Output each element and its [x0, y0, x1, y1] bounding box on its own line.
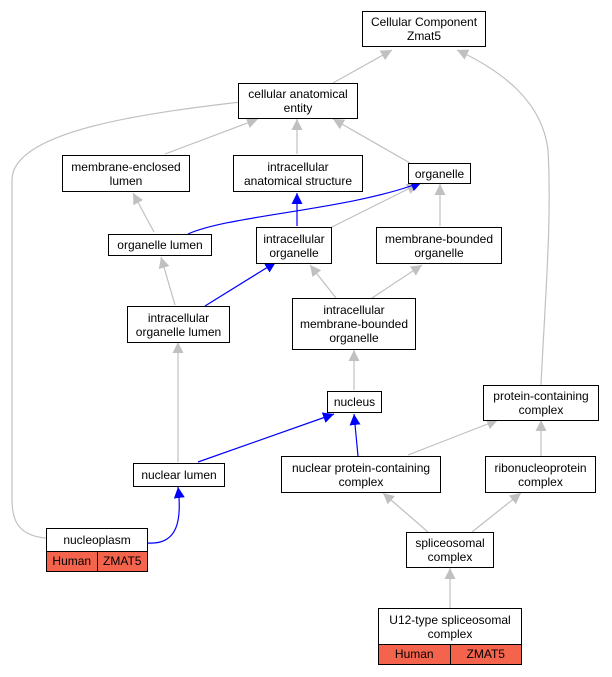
node-label: intracellular: [147, 310, 210, 325]
edge-nucleoplasm-to-nuclear-lumen: [147, 486, 185, 544]
node-label: spliceosomal: [415, 536, 485, 550]
node-organelle-lumen[interactable]: organelle lumen: [108, 234, 212, 256]
node-nuclear-lumen[interactable]: nuclear lumen: [133, 463, 225, 487]
edge-organelle-lumen-to-membrane-enclosed-lumen: [132, 192, 155, 233]
node-label: membrane-bounded: [299, 317, 409, 331]
edge-intracellular-mb-organelle-to-membrane-bounded-organelle: [371, 264, 423, 299]
node-label: lumen: [109, 173, 143, 188]
node-cellular-anatomical-entity[interactable]: cellular anatomical entity: [238, 83, 358, 119]
node-label: organelle: [269, 245, 319, 260]
node-label: complex: [338, 474, 384, 489]
node-label: ribonucleoprotein: [494, 460, 587, 475]
edge-intracellular-organelle-to-organelle: [329, 183, 419, 229]
nucleoplasm-annotation-tags: Human ZMAT5: [46, 552, 148, 572]
edge-nuclear-lumen-to-nucleus: [197, 412, 335, 463]
node-label: protein-containing: [493, 389, 589, 403]
node-label: complex: [518, 403, 564, 417]
node-label: intracellular: [267, 159, 329, 174]
node-intracellular-organelle[interactable]: intracellular organelle: [256, 227, 332, 264]
node-nucleus[interactable]: nucleus: [327, 391, 382, 413]
node-nuclear-protein-containing-complex[interactable]: nuclear protein-containing complex: [281, 456, 441, 493]
edge-anatomical-entity-to-cellular-component: [332, 49, 393, 84]
edge-intracellular-organelle-lumen-to-intracellular-organelle: [204, 261, 277, 307]
node-intracellular-organelle-lumen[interactable]: intracellular organelle lumen: [127, 306, 230, 343]
edge-spliceosomal-to-ribonucleoprotein: [471, 492, 522, 533]
node-label: Zmat5: [406, 29, 441, 43]
node-label: organelle: [329, 331, 379, 345]
node-intracellular-anatomical-structure[interactable]: intracellular anatomical structure: [233, 155, 363, 192]
node-spliceosomal-complex[interactable]: spliceosomal complex: [406, 532, 494, 568]
node-label: entity: [283, 101, 313, 115]
edge-intracellular-mb-organelle-to-intracellular-organelle: [309, 264, 337, 299]
node-label: membrane-bounded: [384, 231, 494, 246]
node-cellular-component[interactable]: Cellular Component Zmat5: [362, 11, 486, 47]
node-u12-type-spliceosomal-complex[interactable]: U12-type spliceosomal complex: [378, 608, 522, 645]
species-tag: Human: [379, 645, 450, 664]
node-label: organelle: [414, 245, 464, 260]
node-label: complex: [518, 474, 563, 489]
gene-tag: ZMAT5: [449, 645, 521, 664]
node-label: nucleoplasm: [63, 533, 131, 547]
node-label: nuclear protein-containing: [291, 460, 431, 475]
node-intracellular-membrane-bounded-organelle[interactable]: intracellular membrane-bounded organelle: [292, 298, 416, 350]
node-label: complex: [427, 626, 473, 641]
node-label: nucleus: [333, 395, 376, 409]
node-membrane-bounded-organelle[interactable]: membrane-bounded organelle: [376, 227, 502, 264]
node-label: organelle: [414, 166, 465, 181]
edge-protein-complex-to-cellular-component: [456, 49, 550, 386]
species-tag: Human: [47, 552, 97, 571]
gene-tag: ZMAT5: [96, 552, 147, 571]
node-label: anatomical structure: [243, 173, 353, 188]
node-label: complex: [427, 550, 473, 564]
edge-membrane-enclosed-lumen-to-anatomical-entity: [164, 117, 259, 155]
edge-nuclear-protein-complex-to-nucleus: [349, 413, 361, 457]
node-protein-containing-complex[interactable]: protein-containing complex: [483, 385, 599, 421]
edge-spliceosomal-to-nuclear-protein-complex: [382, 492, 429, 533]
node-label: organelle lumen: [135, 324, 222, 339]
edge-nuclear-protein-complex-to-protein-complex: [407, 418, 499, 456]
u12-annotation-tags: Human ZMAT5: [378, 645, 522, 665]
node-label: intracellular: [323, 303, 385, 317]
node-label: U12-type spliceosomal: [389, 612, 511, 627]
node-nucleoplasm[interactable]: nucleoplasm: [46, 528, 148, 552]
node-label: organelle lumen: [117, 238, 203, 252]
node-label: membrane-enclosed: [71, 159, 181, 174]
node-ribonucleoprotein-complex[interactable]: ribonucleoprotein complex: [485, 456, 596, 493]
node-label: nuclear lumen: [141, 468, 217, 482]
node-label: Cellular Component: [370, 15, 478, 29]
node-membrane-enclosed-lumen[interactable]: membrane-enclosed lumen: [62, 155, 190, 192]
node-label: intracellular: [263, 231, 325, 246]
node-label: cellular anatomical: [248, 87, 348, 101]
node-organelle[interactable]: organelle: [408, 163, 471, 184]
edge-organelle-lumen-to-organelle: [187, 180, 423, 235]
edge-organelle-to-anatomical-entity: [332, 118, 411, 164]
edge-intracellular-organelle-lumen-to-organelle-lumen: [158, 256, 176, 306]
edge-nucleoplasm-to-anatomical-entity: [11, 95, 259, 539]
